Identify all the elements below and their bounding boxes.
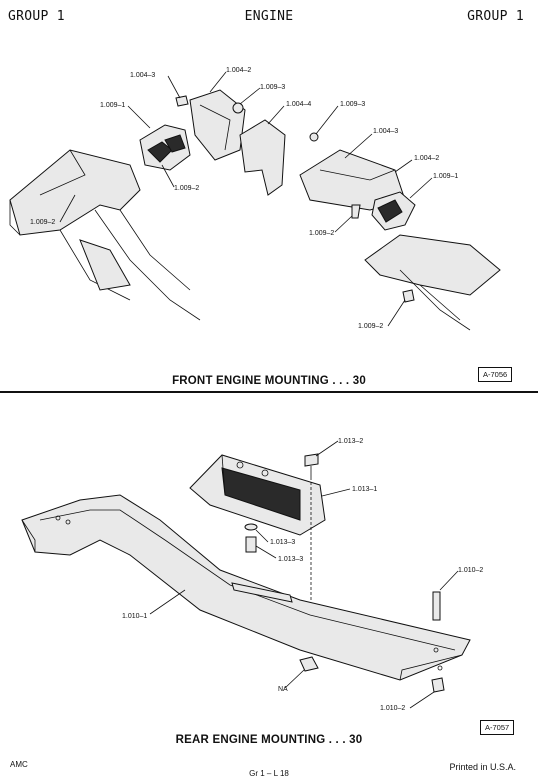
front-part-label: 1.009–1 bbox=[433, 173, 458, 180]
front-part-label: 1.009–3 bbox=[260, 84, 285, 91]
header-group-right: GROUP 1 bbox=[467, 9, 524, 24]
rear-part-label: 1.010–1 bbox=[122, 613, 147, 620]
front-part-label: 1.009–1 bbox=[100, 102, 125, 109]
rear-part-label: 1.010–2 bbox=[458, 567, 483, 574]
footer-page-ref: Gr 1 – L 18 bbox=[249, 769, 289, 778]
rear-figure-code: A-7057 bbox=[480, 720, 515, 735]
header-group-left: GROUP 1 bbox=[8, 9, 65, 24]
front-figure-code: A-7056 bbox=[478, 367, 513, 382]
rear-engine-mounting-diagram: 1.013–2 1.013–1 1.013–3 1.013–3 1.010–2 … bbox=[21, 438, 483, 712]
front-part-label: 1.009–2 bbox=[309, 230, 334, 237]
footer-printed: Printed in U.S.A. bbox=[449, 762, 516, 772]
front-part-label: 1.004–2 bbox=[414, 155, 439, 162]
front-part-label: 1.009–3 bbox=[340, 101, 365, 108]
rear-part-label: 1.010–2 bbox=[380, 705, 405, 712]
footer-brand: AMC bbox=[10, 760, 28, 769]
rear-part-label: 1.013–3 bbox=[270, 539, 295, 546]
front-part-label: 1.004–2 bbox=[226, 67, 251, 74]
front-engine-mounting-diagram: 1.004–3 1.004–2 1.009–3 1.009–1 1.004–4 … bbox=[9, 67, 501, 331]
front-part-label: 1.004–3 bbox=[130, 72, 155, 79]
rear-part-label: NA bbox=[278, 686, 288, 693]
rear-part-label: 1.013–1 bbox=[352, 486, 377, 493]
rear-part-label: 1.013–2 bbox=[338, 438, 363, 445]
front-part-label: 1.009–2 bbox=[30, 219, 55, 226]
front-part-label: 1.009–2 bbox=[174, 185, 199, 192]
section-divider bbox=[0, 391, 538, 393]
rear-part-label: 1.013–3 bbox=[278, 556, 303, 563]
front-part-label: 1.009–2 bbox=[358, 323, 383, 330]
front-part-label: 1.004–4 bbox=[286, 101, 311, 108]
front-caption: FRONT ENGINE MOUNTING . . . 30 bbox=[172, 375, 366, 387]
rear-caption: REAR ENGINE MOUNTING . . . 30 bbox=[175, 734, 363, 746]
front-part-label: 1.004–3 bbox=[373, 128, 398, 135]
header-section-title: ENGINE bbox=[244, 9, 294, 24]
